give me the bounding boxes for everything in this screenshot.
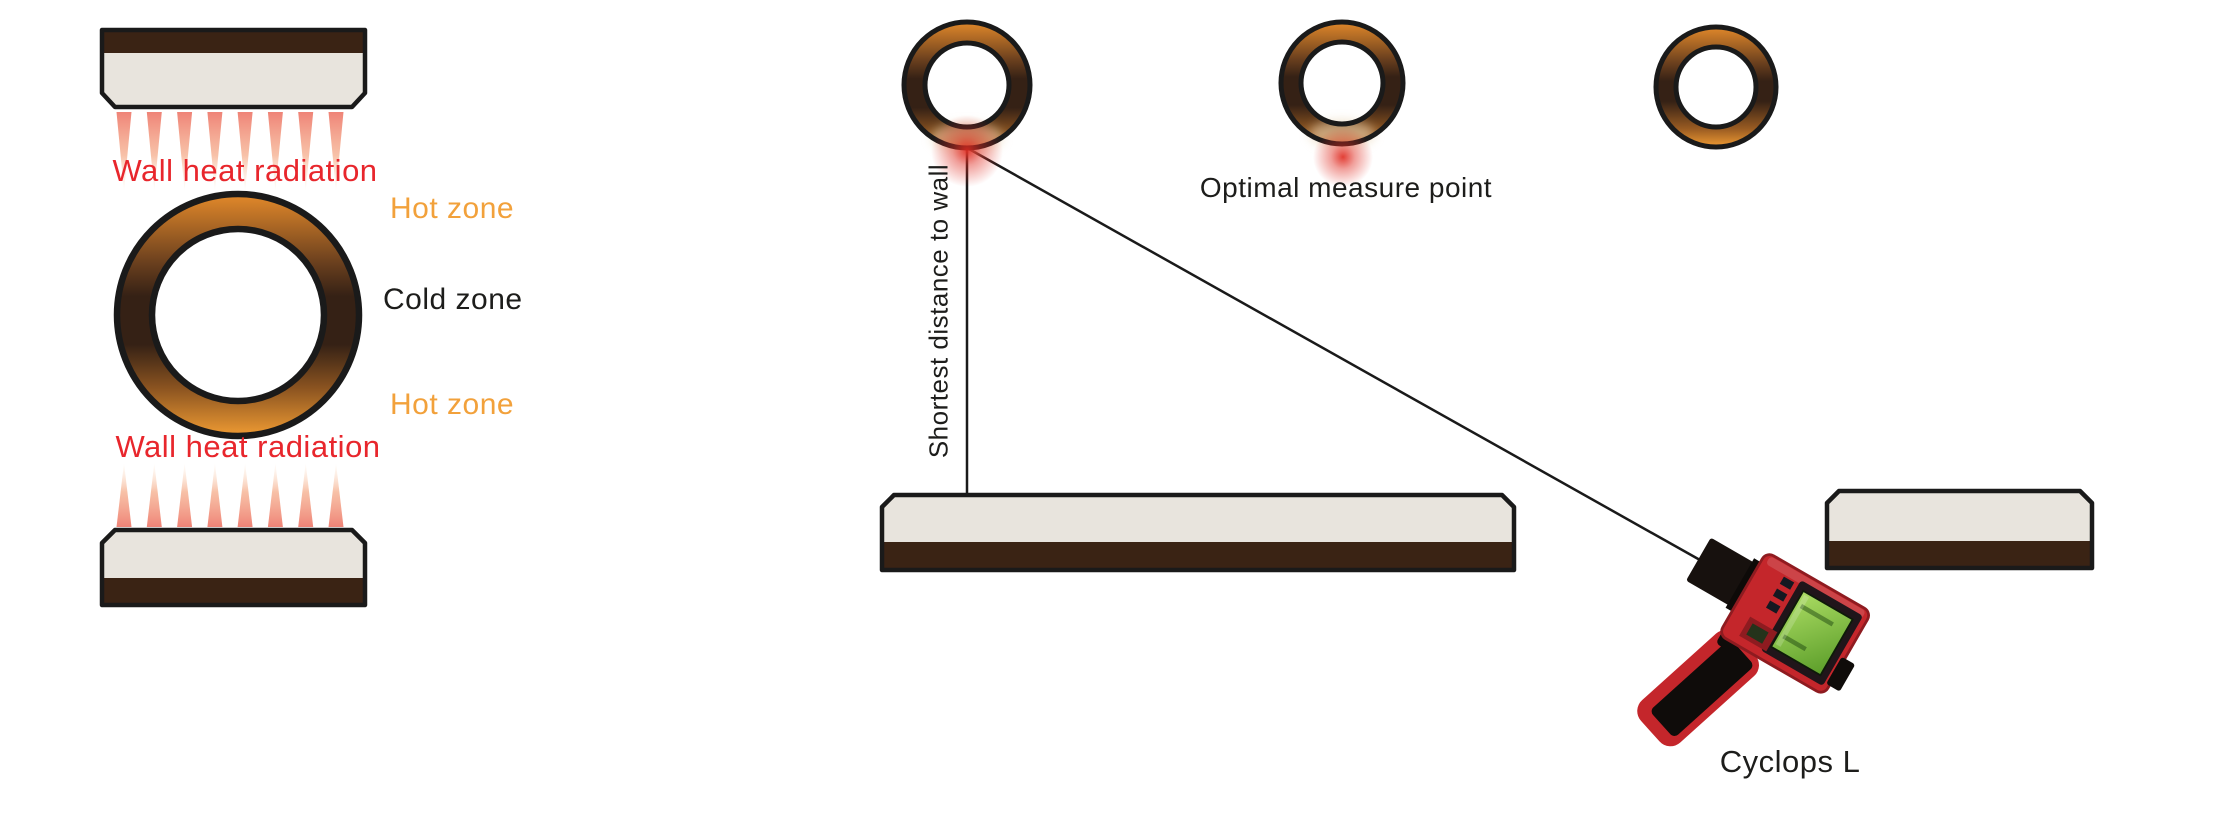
pyrometer-screen <box>1769 589 1854 677</box>
wall-heat-radiation-bottom-label: Wall heat radiation <box>115 429 381 464</box>
pyrometer-body <box>1720 553 1870 694</box>
heat-rays-down-icon <box>116 112 344 191</box>
tube-ring-near-icon <box>901 19 1033 187</box>
cold-zone-label: Cold zone <box>383 283 523 316</box>
tube-ring-mid-icon <box>1278 19 1406 187</box>
optimal-measure-point-label: Optimal measure point <box>1199 172 1493 203</box>
cyclops-pyrometer-icon <box>1637 538 1870 747</box>
measurement-scene <box>879 19 2095 747</box>
heat-rays-up-icon <box>116 463 344 527</box>
pyrometer-handle <box>1637 629 1759 747</box>
upper-wall <box>99 27 368 110</box>
sight-line <box>968 147 1701 562</box>
cross-section-diagram <box>99 27 368 608</box>
pyrometer-buttons <box>1765 576 1795 614</box>
furnace-wall-long <box>879 492 1517 573</box>
cyclops-device-label: Cyclops L <box>1719 744 1861 779</box>
measure-spot-glow-near <box>931 115 1003 187</box>
shortest-distance-label: Shortest distance to wall <box>923 163 954 459</box>
hot-zone-bottom-label: Hot zone <box>390 388 515 421</box>
furnace-wall-right <box>1824 488 2095 571</box>
wall-heat-radiation-top-label: Wall heat radiation <box>112 153 378 188</box>
pyrometer-side-knob <box>1827 657 1855 691</box>
hot-zone-top-label: Hot zone <box>390 192 515 225</box>
lower-wall <box>99 527 368 608</box>
furnace-tube-ring-icon <box>113 190 363 440</box>
tube-ring-far-icon <box>1653 24 1779 150</box>
measure-spot-glow-mid <box>1313 127 1373 187</box>
